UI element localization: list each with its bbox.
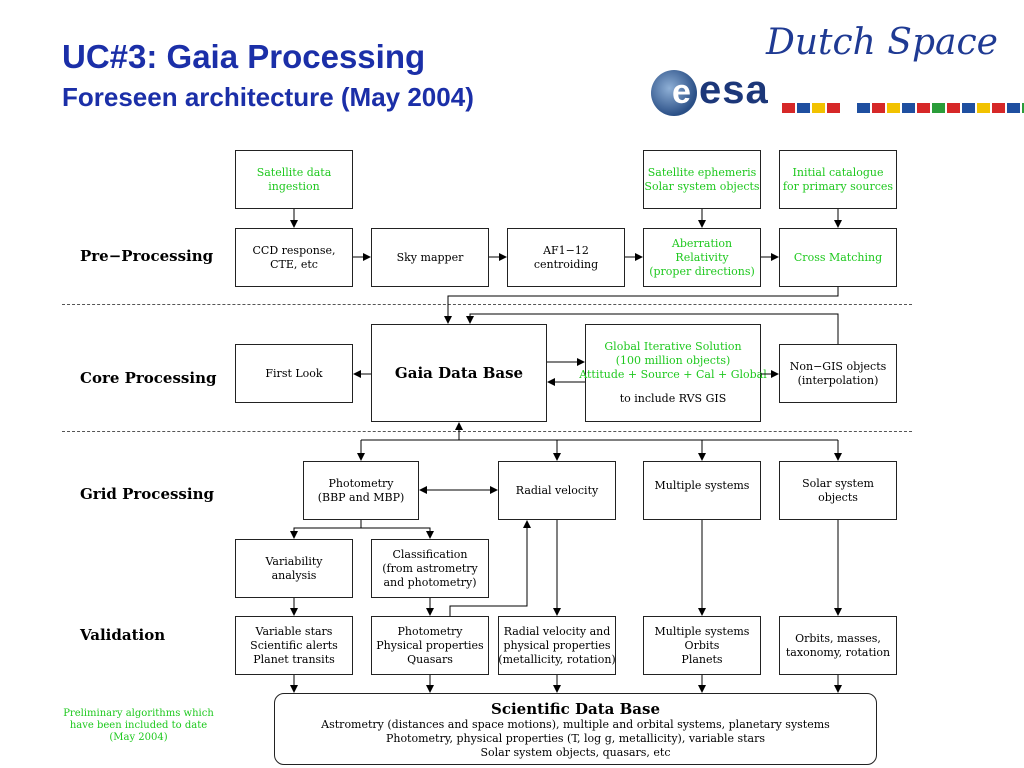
flag-icon xyxy=(812,103,825,113)
flag-icon xyxy=(902,103,915,113)
page-title: UC#3: Gaia Processing xyxy=(62,38,426,75)
flag-icon xyxy=(962,103,975,113)
flag-icon xyxy=(827,103,840,113)
flag-icon xyxy=(992,103,1005,113)
flag-icon xyxy=(947,103,960,113)
box-photometry: Photometry(BBP and MBP) xyxy=(303,461,419,520)
flag-icon xyxy=(857,103,870,113)
box-gaia-data-base: Gaia Data Base xyxy=(371,324,547,422)
box-sky-mapper: Sky mapper xyxy=(371,228,489,287)
stage-label-grid-processing: Grid Processing xyxy=(80,485,214,503)
esa-logo-letter: e xyxy=(672,73,691,111)
box-orbits-masses: Orbits, masses,taxonomy, rotation xyxy=(779,616,897,675)
flag-icon xyxy=(977,103,990,113)
flag-icon xyxy=(797,103,810,113)
flag-icon xyxy=(1022,103,1024,113)
flag-icon xyxy=(917,103,930,113)
page-subtitle: Foreseen architecture (May 2004) xyxy=(62,82,474,112)
divider-pre-core xyxy=(62,304,912,305)
esa-globe-icon xyxy=(651,70,697,116)
flag-icon xyxy=(842,103,855,113)
preliminary-algorithms-note: Preliminary algorithms which have been i… xyxy=(63,708,214,743)
stage-label-validation: Validation xyxy=(80,626,166,644)
flag-icon xyxy=(782,103,795,113)
box-radial-velocity: Radial velocity xyxy=(498,461,616,520)
stage-label-core-processing: Core Processing xyxy=(80,369,217,387)
box-first-look: First Look xyxy=(235,344,353,403)
member-state-flags xyxy=(782,103,1024,113)
esa-logo: esa xyxy=(699,68,769,112)
flag-icon xyxy=(932,103,945,113)
divider-core-grid xyxy=(62,431,912,432)
flag-icon xyxy=(1007,103,1020,113)
dutch-space-logo: Dutch Space xyxy=(766,22,998,63)
flag-icon xyxy=(887,103,900,113)
box-scientific-data-base: Scientific Data Base Astrometry (distanc… xyxy=(274,693,877,765)
box-non-gis-objects: Non−GIS objects(interpolation) xyxy=(779,344,897,403)
stage-label-pre-processing: Pre−Processing xyxy=(80,247,214,265)
box-global-iterative-solution: Global Iterative Solution (100 million o… xyxy=(579,324,767,422)
flag-icon xyxy=(872,103,885,113)
box-multiple-systems: Multiple systems xyxy=(643,461,761,520)
box-ccd-response: CCD response,CTE, etc xyxy=(235,228,353,287)
box-cross-matching: Cross Matching xyxy=(779,228,897,287)
